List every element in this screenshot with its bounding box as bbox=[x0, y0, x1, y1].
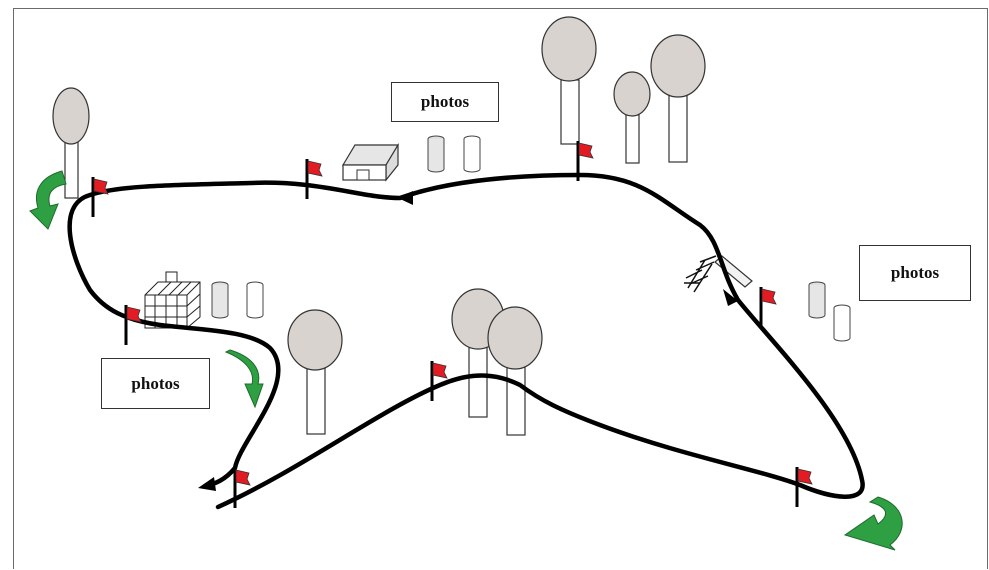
flag-icon bbox=[305, 157, 324, 201]
direction-arrow-icon bbox=[198, 477, 216, 491]
barrel-icon bbox=[833, 304, 851, 342]
course-track bbox=[67, 172, 865, 510]
flag-icon bbox=[124, 303, 143, 347]
direction-arrow-icon bbox=[723, 289, 738, 306]
flag-icon bbox=[233, 466, 252, 510]
tree-icon bbox=[487, 306, 543, 436]
barrel-icon bbox=[427, 135, 445, 173]
photos-label-right: photos bbox=[859, 245, 971, 301]
curved-arrow-icon bbox=[224, 349, 264, 409]
tree-icon bbox=[613, 71, 651, 164]
photos-label-top: photos bbox=[391, 82, 499, 122]
tree-icon bbox=[52, 87, 90, 199]
flag-icon bbox=[91, 175, 110, 219]
tree-icon bbox=[650, 34, 706, 163]
building-icon bbox=[341, 142, 400, 182]
tree-icon bbox=[541, 16, 597, 145]
barrel-icon bbox=[246, 281, 264, 319]
barrel-icon bbox=[211, 281, 229, 319]
cage-icon bbox=[144, 271, 201, 329]
tree-icon bbox=[287, 309, 343, 435]
curved-arrow-icon bbox=[29, 170, 67, 230]
barrel-icon bbox=[463, 135, 481, 173]
curved-arrow-icon bbox=[843, 496, 903, 551]
photos-label-left: photos bbox=[101, 358, 210, 409]
bush-icon bbox=[684, 255, 717, 293]
map-frame bbox=[13, 8, 988, 569]
direction-arrow-icon bbox=[398, 191, 413, 205]
barrel-icon bbox=[808, 281, 826, 319]
flag-icon bbox=[759, 285, 778, 329]
